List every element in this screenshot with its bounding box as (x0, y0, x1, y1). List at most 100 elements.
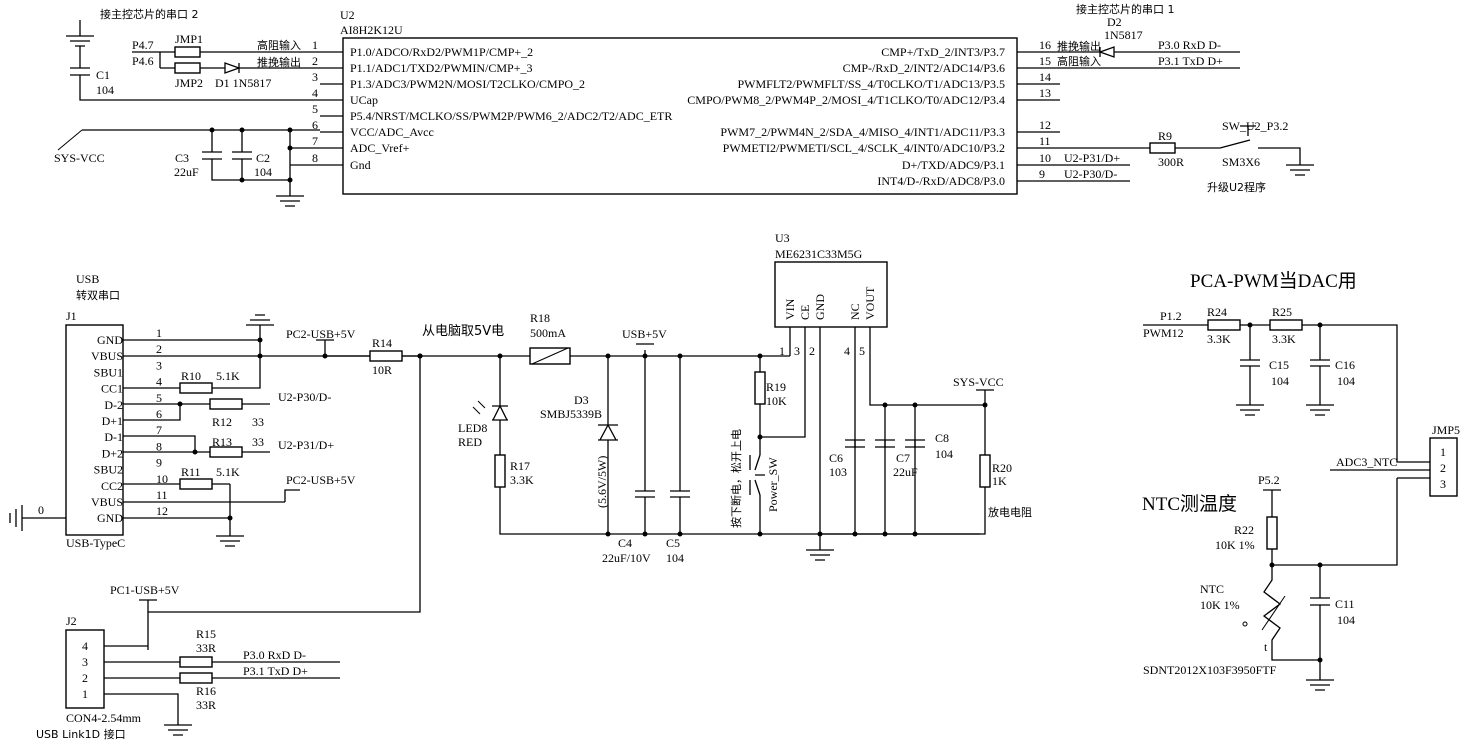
u3-pin-name: NC (848, 303, 862, 320)
u2-pin-number: 3 (312, 70, 318, 84)
d3-label: D3 (574, 393, 589, 407)
u2-pin-number: 4 (312, 86, 318, 100)
ntc-part: SDNT2012X103F3950FTF (1143, 663, 1277, 677)
c2-value: 104 (254, 165, 272, 179)
c4-label: C4 (618, 536, 632, 550)
u2-pin-name: UCap (350, 93, 378, 107)
u3-pin-number: 1 (779, 344, 785, 358)
c3-value: 22uF (174, 165, 199, 179)
u3-pin-name: VOUT (863, 286, 877, 320)
r14-value: 10R (372, 363, 392, 377)
r18-label: R18 (530, 311, 550, 325)
d1-label: D1 1N5817 (215, 76, 271, 90)
u2-pin-name: CMPO/PWM8_2/PWM4P_2/MOSI_4/T1CLKO/T0/ADC… (687, 93, 1005, 107)
u3-part: ME6231C33M5G (775, 247, 863, 261)
note-uart2: 接主控芯片的串口 2 (100, 7, 199, 21)
usb-title: USB (76, 272, 99, 286)
j1-pin-number: 6 (156, 407, 162, 421)
r22-label: R22 (1234, 523, 1254, 537)
led8-color: RED (458, 435, 482, 449)
j1-part: USB-TypeC (66, 536, 125, 550)
u3-pin-number: 3 (794, 344, 800, 358)
p47-label: P4.7 (132, 38, 154, 52)
j1-pin-name: GND (97, 511, 123, 525)
d3-part: SMBJ5339B (540, 407, 602, 421)
c11-value: 104 (1337, 613, 1355, 627)
u2-ref: U2 (340, 8, 355, 22)
p52-label: P5.2 (1258, 473, 1280, 487)
r15-value: 33R (196, 641, 216, 655)
usb-subtitle: 转双串口 (76, 288, 120, 302)
r19-label: R19 (766, 380, 786, 394)
c15-label: C15 (1269, 358, 1289, 372)
u2-pin-number: 13 (1039, 86, 1051, 100)
r15-label: R15 (196, 627, 216, 641)
u2-right-circuitry (1060, 46, 1314, 182)
u2-pin-name: ADC_Vref+ (350, 141, 410, 155)
j1-pin-number: 8 (156, 439, 162, 453)
r18-value: 500mA (530, 326, 566, 340)
p30-rxd-top: P3.0 RxD D- (1158, 38, 1221, 52)
u2-pin-name: VCC/ADC_Avcc (350, 125, 434, 139)
c2-label: C2 (256, 151, 270, 165)
net-p30-top: U2-P30/D- (1064, 167, 1117, 181)
r17-value: 3.3K (510, 473, 534, 487)
u2-pin-number: 11 (1039, 134, 1051, 148)
j2-pin-number: 1 (82, 687, 88, 701)
c5-value: 104 (666, 551, 684, 565)
u2-pin-name: P1.0/ADCO/RxD2/PWM1P/CMP+_2 (350, 45, 533, 59)
j1-pin-number: 2 (156, 342, 162, 356)
u2-pin-name: D+/TXD/ADC9/P3.1 (902, 158, 1005, 172)
j2-pin-number: 4 (82, 639, 88, 653)
jmp5-pin-number: 2 (1440, 461, 1446, 475)
r20-value: 1K (992, 474, 1007, 488)
c6-label: C6 (829, 451, 843, 465)
c11-label: C11 (1335, 597, 1355, 611)
hi-z-input-right: 高阻输入 (1057, 54, 1101, 68)
u2-pin-name: PWMFLT2/PWMFLT/SS_4/T0CLKO/T1/ADC13/P3.5 (738, 77, 1006, 91)
j1-pin-name: D-1 (104, 430, 123, 444)
c7-label: C7 (896, 451, 910, 465)
power-switch-note: 按下断电，松开上电 (729, 429, 743, 528)
u2-part: AI8H2K12U (340, 23, 403, 37)
u2-pin-number: 12 (1039, 118, 1051, 132)
u2-pin-name: P5.4/NRST/MCLKO/SS/PWM2P/PWM6_2/ADC2/T2/… (350, 109, 672, 123)
r22-value: 10K 1% (1215, 538, 1255, 552)
net-txd-j2: P3.1 TxD D+ (243, 664, 308, 678)
r14-label: R14 (372, 336, 392, 350)
u2-pin-number: 5 (312, 102, 318, 116)
u2-pin-number: 8 (312, 151, 318, 165)
j2-part: CON4-2.54mm (66, 711, 142, 725)
u2-body (342, 37, 1018, 195)
c8-value: 104 (935, 447, 953, 461)
jmp5-pin-number: 3 (1440, 477, 1446, 491)
u2-pin-name: INT4/D-/RxD/ADC8/P3.0 (877, 174, 1005, 188)
j1-pin-number: 4 (156, 375, 162, 389)
r24-value: 3.3K (1207, 332, 1231, 346)
u2-pin-number: 2 (312, 54, 318, 68)
j1-pin-name: SBU2 (94, 463, 123, 477)
usb5v-label: USB+5V (622, 327, 667, 341)
jmp5-label: JMP5 (1432, 423, 1460, 437)
shield-ground (9, 505, 66, 531)
c1-capacitor (66, 20, 320, 101)
j1-pin-name: D+1 (102, 414, 123, 428)
u2-pin-name: P1.1/ADC1/TXD2/PWMIN/CMP+_3 (350, 61, 532, 75)
hi-z-input-left: 高阻输入 (257, 38, 301, 52)
net-p30-usb: U2-P30/D- (278, 390, 331, 404)
u2-pin-name: Gnd (350, 158, 371, 172)
discharge-note: 放电电阻 (988, 505, 1032, 519)
c3-label: C3 (175, 151, 189, 165)
u2-pin-number: 16 (1039, 38, 1051, 52)
power-switch-label: Power_SW (766, 457, 780, 512)
note-uart1: 接主控芯片的串口 1 (1076, 2, 1175, 16)
j1-pin-name: VBUS (91, 349, 123, 363)
push-pull-output-left: 推挽输出 (257, 55, 301, 69)
ntc-value: 10K 1% (1200, 598, 1240, 612)
u2-pin-number: 7 (312, 134, 318, 148)
r24-label: R24 (1207, 305, 1227, 319)
p46-label: P4.6 (132, 54, 154, 68)
r10-value: 5.1K (216, 369, 240, 383)
